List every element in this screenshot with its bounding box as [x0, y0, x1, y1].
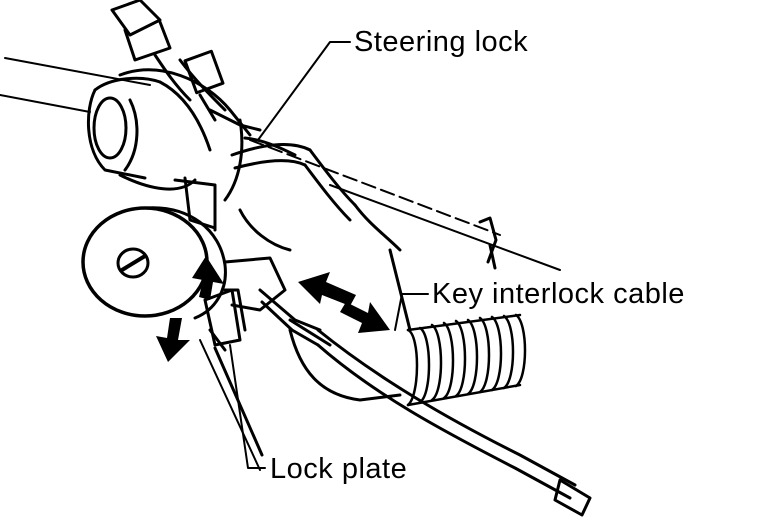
left-arrow-icon [298, 272, 356, 306]
lock-plate-part [203, 256, 287, 352]
up-arrow-icon [192, 256, 224, 300]
down-arrow-icon [156, 318, 190, 362]
wire-connector [110, 0, 227, 122]
leader-lines [229, 41, 429, 469]
frame-lines [199, 248, 412, 471]
cable-sleeve [230, 143, 402, 252]
key-cylinder [81, 176, 292, 320]
steering-lock-housing [86, 68, 297, 202]
corrugated-boot [406, 313, 527, 407]
key-interlock-cable-label: Key interlock cable [432, 278, 685, 310]
steering-lock-label: Steering lock [354, 26, 529, 58]
steering-column-shaft [0, 57, 561, 271]
lock-plate-label: Lock plate [270, 453, 408, 485]
right-arrow-icon [340, 302, 390, 333]
